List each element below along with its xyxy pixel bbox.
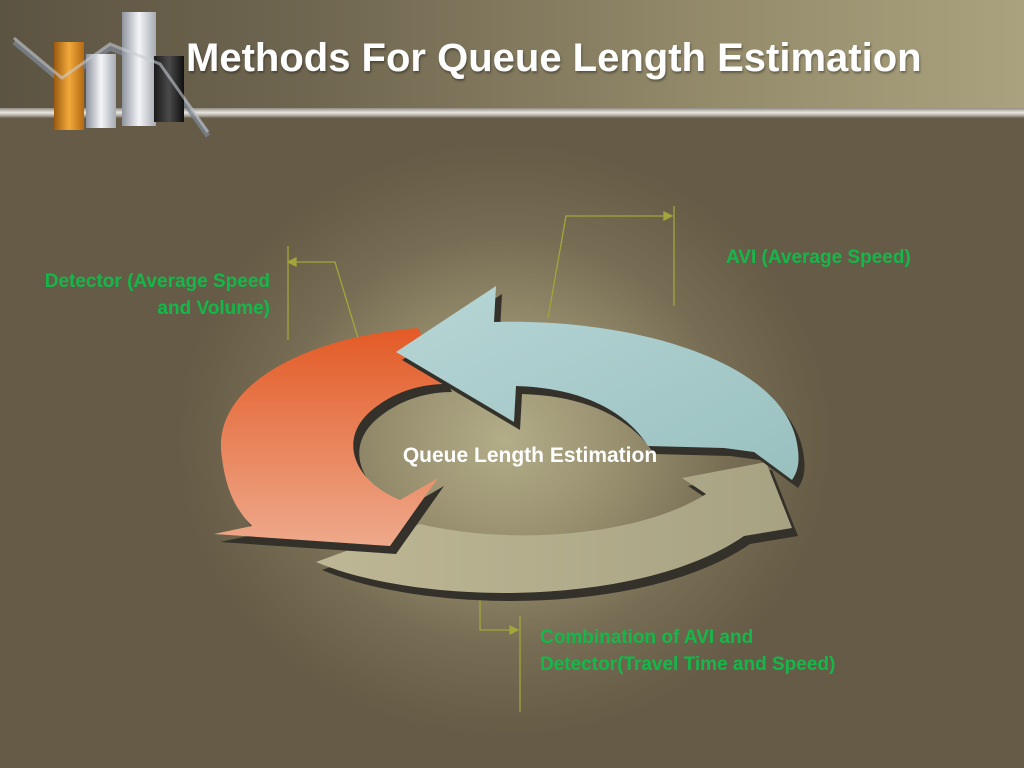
cycle-center-label: Queue Length Estimation: [330, 444, 730, 468]
method-label-detector: Detector (Average Speed and Volume): [40, 268, 270, 322]
method-label-avi: AVI (Average Speed): [726, 244, 911, 271]
leader-line-detector: [288, 246, 358, 340]
method-label-combination: Combination of AVI and Detector(Travel T…: [540, 624, 840, 678]
leader-line-avi: [548, 206, 674, 318]
leader-line-combination: [480, 590, 520, 712]
